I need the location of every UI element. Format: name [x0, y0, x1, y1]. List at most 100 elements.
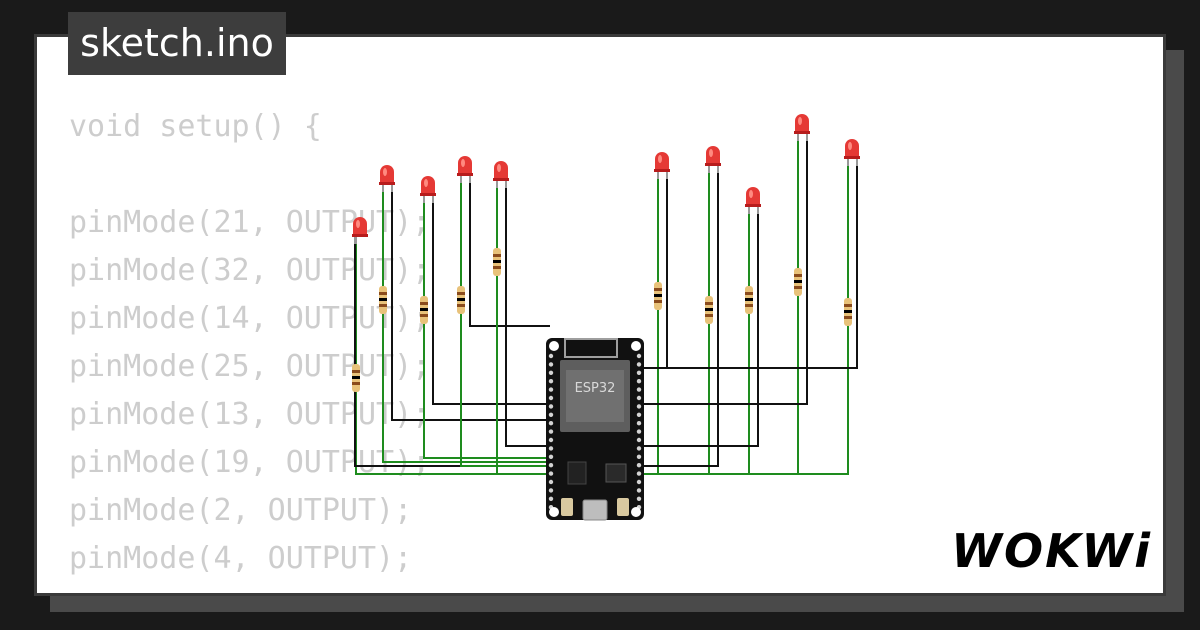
code-line: pinMode(4, OUTPUT);	[69, 541, 413, 576]
code-line: pinMode(33, OUTPUT);	[69, 583, 430, 593]
resistor[interactable]	[379, 286, 387, 314]
code-line: void setup() {	[69, 109, 322, 144]
led-red[interactable]	[705, 146, 721, 173]
header-pin[interactable]	[636, 370, 642, 375]
resistor[interactable]	[654, 282, 662, 310]
header-pin[interactable]	[548, 362, 554, 367]
resistor[interactable]	[705, 296, 713, 324]
header-pin[interactable]	[636, 479, 642, 485]
led-red[interactable]	[794, 114, 810, 141]
mount-hole	[631, 341, 641, 351]
header-pin[interactable]	[636, 429, 642, 434]
header-pin[interactable]	[636, 379, 642, 384]
led-red[interactable]	[352, 217, 368, 244]
header-pin[interactable]	[548, 353, 554, 359]
mount-hole	[631, 507, 641, 517]
header-pin[interactable]	[636, 496, 642, 501]
wire-gnd	[640, 177, 668, 369]
header-pin[interactable]	[636, 437, 642, 443]
led-red[interactable]	[493, 161, 509, 188]
header-pin[interactable]	[636, 404, 642, 409]
wire-gnd	[640, 139, 808, 405]
wokwi-logo: WOKWi	[951, 524, 1152, 578]
led-red[interactable]	[457, 156, 473, 183]
code-line: pinMode(2, OUTPUT);	[69, 493, 413, 528]
code-line: pinMode(32, OUTPUT);	[69, 253, 431, 288]
header-pin[interactable]	[636, 421, 642, 426]
header-pin[interactable]	[548, 471, 554, 476]
resistors	[352, 248, 852, 392]
file-tab-sketch[interactable]: sketch.ino	[68, 12, 286, 75]
header-pin[interactable]	[548, 454, 554, 459]
code-line: pinMode(14, OUTPUT);	[69, 301, 431, 336]
resistor[interactable]	[457, 286, 465, 314]
board-pins	[548, 353, 642, 510]
wire-signal	[460, 314, 550, 467]
resistor[interactable]	[794, 268, 802, 296]
en-button[interactable]	[617, 498, 629, 516]
header-pin[interactable]	[548, 421, 554, 426]
usb-uart-chip	[605, 463, 627, 483]
header-pin[interactable]	[548, 488, 554, 493]
header-pin[interactable]	[548, 437, 554, 443]
header-pin[interactable]	[636, 353, 642, 359]
header-pin[interactable]	[636, 412, 642, 417]
wire-gnd	[469, 181, 550, 327]
resistor[interactable]	[844, 298, 852, 326]
code-line: pinMode(21, OUTPUT);	[69, 205, 431, 240]
led-red[interactable]	[844, 139, 860, 166]
usb-port[interactable]	[582, 499, 608, 521]
wires	[354, 139, 858, 475]
wire-signal	[382, 314, 550, 463]
boot-button[interactable]	[561, 498, 573, 516]
header-pin[interactable]	[548, 412, 554, 417]
preview-panel: void setup() { pinMode(21, OUTPUT); pinMod…	[34, 34, 1166, 596]
wire-gnd	[640, 171, 719, 467]
wire-signal	[640, 324, 710, 475]
wire-signal	[640, 314, 750, 475]
wire-signal	[640, 326, 849, 475]
resistor[interactable]	[352, 364, 360, 392]
resistor[interactable]	[745, 286, 753, 314]
header-pin[interactable]	[636, 471, 642, 476]
led-red[interactable]	[654, 152, 670, 179]
leds	[352, 114, 860, 244]
header-pin[interactable]	[548, 496, 554, 501]
header-pin[interactable]	[636, 362, 642, 367]
header-pin[interactable]	[548, 387, 554, 392]
header-pin[interactable]	[548, 370, 554, 375]
mount-hole	[549, 507, 559, 517]
header-pin[interactable]	[548, 379, 554, 384]
wire-gnd	[432, 201, 550, 405]
resistor[interactable]	[493, 248, 501, 276]
module-shield	[566, 370, 624, 422]
header-pin[interactable]	[548, 446, 554, 451]
wire-gnd	[354, 242, 550, 467]
antenna-trace	[564, 338, 618, 358]
header-pin[interactable]	[636, 488, 642, 493]
header-pin[interactable]	[548, 429, 554, 434]
esp32-board[interactable]: ESP32	[546, 338, 644, 521]
header-pin[interactable]	[636, 387, 642, 392]
header-pin[interactable]	[636, 395, 642, 401]
wire-signal	[496, 276, 550, 475]
header-pin[interactable]	[548, 479, 554, 485]
header-pin[interactable]	[548, 404, 554, 409]
wire-gnd	[640, 164, 858, 369]
led-red[interactable]	[420, 176, 436, 203]
wire-gnd	[640, 212, 759, 447]
led-red[interactable]	[379, 165, 395, 192]
header-pin[interactable]	[636, 454, 642, 459]
header-pin[interactable]	[636, 446, 642, 451]
wire-signal	[423, 324, 550, 459]
wire-gnd	[505, 186, 550, 447]
regulator	[567, 461, 587, 485]
code-line: pinMode(13, OUTPUT);	[69, 397, 431, 432]
led-red[interactable]	[745, 187, 761, 214]
resistor[interactable]	[420, 296, 428, 324]
header-pin[interactable]	[636, 463, 642, 468]
chip-label: ESP32	[575, 381, 616, 396]
header-pin[interactable]	[548, 463, 554, 468]
header-pin[interactable]	[548, 395, 554, 401]
